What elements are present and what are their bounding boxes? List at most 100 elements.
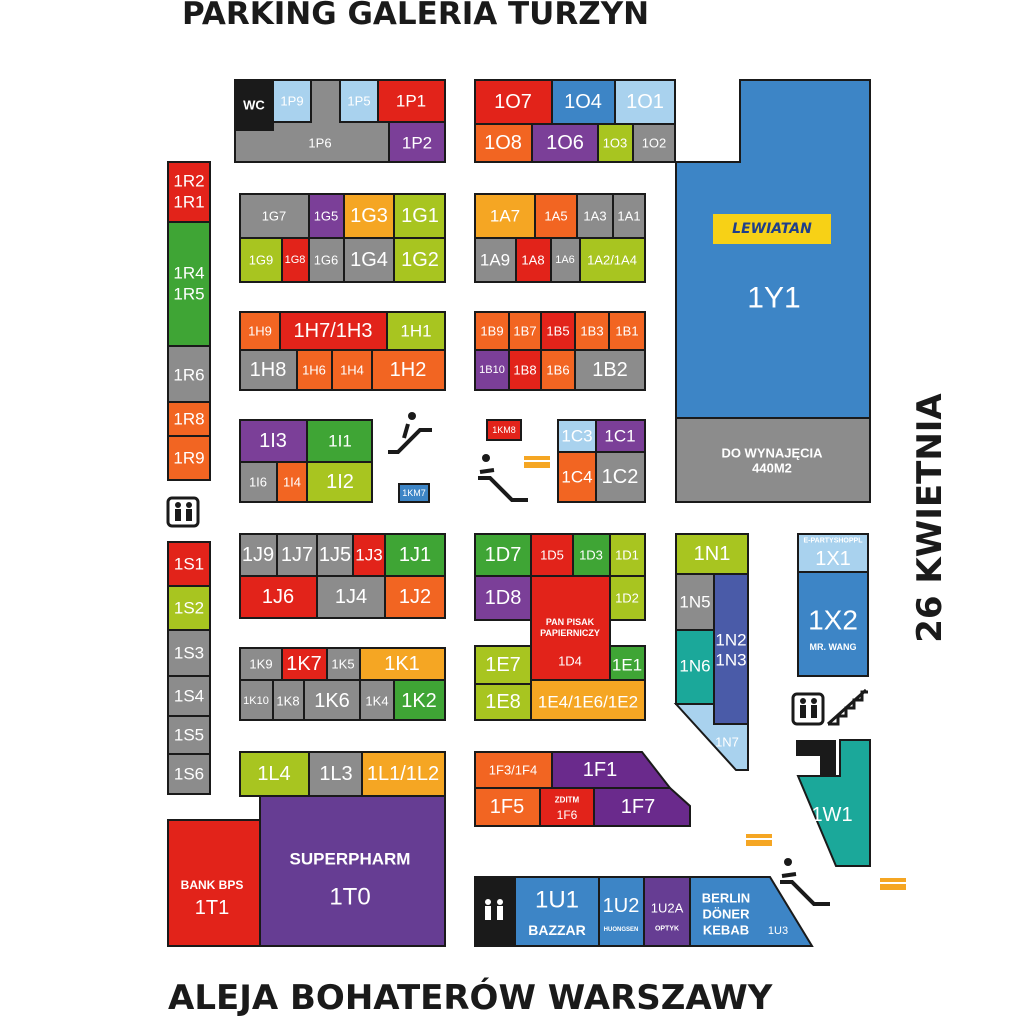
unit-1B2[interactable] [574, 349, 646, 391]
unit-1K8[interactable] [272, 679, 305, 721]
unit-1U2[interactable] [598, 876, 645, 947]
unit-1KM7[interactable] [398, 483, 430, 503]
unit-1B3-label: 1B3 [580, 324, 603, 339]
unit-1J9[interactable] [239, 533, 278, 577]
unit-1B3[interactable] [574, 311, 610, 351]
unit-1T0[interactable] [259, 795, 446, 947]
unit-1E4-1E6-1E2[interactable] [530, 679, 646, 721]
unit-1O7[interactable] [474, 79, 553, 125]
unit-1S3[interactable] [167, 629, 211, 677]
unit-1C3[interactable] [557, 419, 597, 453]
unit-1S3-label: 1S3 [174, 644, 204, 663]
unit-1P9[interactable] [272, 79, 312, 123]
unit-1R9-label: 1R9 [173, 449, 204, 468]
unit-1D3[interactable] [572, 533, 611, 577]
unit-1D8[interactable] [474, 575, 532, 621]
unit-1B7[interactable] [508, 311, 542, 351]
unit-1K2[interactable] [393, 679, 446, 721]
unit-1U1-label: 1U1 [535, 887, 579, 914]
unit-1J4-label: 1J4 [335, 586, 367, 608]
unit-1I3[interactable] [239, 419, 308, 463]
unit-1X2[interactable] [797, 571, 869, 677]
unit-1F7[interactable] [593, 787, 691, 827]
unit-1K5[interactable] [326, 647, 361, 681]
unit-1R4-1R5[interactable] [167, 221, 211, 347]
unit-1D1[interactable] [609, 533, 646, 577]
unit-1S5[interactable] [167, 715, 211, 755]
unit-1P2[interactable] [388, 121, 446, 163]
unit-1C2[interactable] [595, 451, 646, 503]
unit-1X1[interactable] [797, 533, 869, 573]
unit-1G6[interactable] [308, 237, 345, 283]
unit-1O7-label: 1O7 [494, 91, 532, 113]
unit-1R2-1R1[interactable] [167, 161, 211, 223]
unit-1Y1[interactable] [675, 79, 871, 419]
unit-1C4[interactable] [557, 451, 597, 503]
unit-1H8[interactable] [239, 349, 298, 391]
unit-1R4-label: 1R4 [173, 264, 204, 283]
unit-1N2-1N3[interactable] [713, 573, 749, 725]
unit-1K1[interactable] [359, 647, 446, 681]
unit-1X2-label: 1X2 [808, 605, 858, 636]
unit-1J2[interactable] [384, 575, 446, 619]
unit-1N2-label: 1N2 [715, 631, 746, 650]
unit-1A1[interactable] [612, 193, 646, 239]
unit-1I4[interactable] [276, 461, 308, 503]
unit-1R9[interactable] [167, 435, 211, 481]
unit-1B6[interactable] [540, 349, 576, 391]
unit-1I1[interactable] [306, 419, 373, 463]
unit-1U1[interactable] [514, 876, 600, 947]
unit-1U3[interactable] [689, 876, 814, 947]
unit-1A5[interactable] [534, 193, 578, 239]
unit-1A9[interactable] [474, 237, 517, 283]
unit-1KM8[interactable] [486, 419, 522, 441]
unit-1B9-label: 1B9 [480, 324, 503, 339]
unit-1R8[interactable] [167, 401, 211, 437]
unit-1G4[interactable] [343, 237, 395, 283]
unit-1O6[interactable] [531, 123, 599, 163]
unit-1G2[interactable] [393, 237, 446, 283]
unit-1S1[interactable] [167, 541, 211, 587]
unit-1S4[interactable] [167, 675, 211, 717]
unit-1U2A[interactable] [643, 876, 691, 947]
unit-1B5[interactable] [540, 311, 576, 351]
unit-1F6[interactable] [539, 787, 595, 827]
unit-1B8[interactable] [508, 349, 542, 391]
pan-pisak-label-2: PAPIERNICZY [540, 628, 600, 638]
unit-1K6[interactable] [303, 679, 361, 721]
unit-1O6-label: 1O6 [546, 132, 584, 154]
unit-1K7[interactable] [281, 647, 328, 681]
block-1h: 1H9 1H7/1H3 1H1 1H8 1H6 1H4 1H2 [239, 311, 446, 391]
unit-1P1[interactable] [377, 79, 446, 123]
unit-1K10[interactable] [239, 679, 274, 721]
unit-1G8[interactable] [281, 237, 310, 283]
unit-1S6[interactable] [167, 753, 211, 795]
unit-1O4[interactable] [551, 79, 616, 125]
unit-1L3[interactable] [308, 751, 363, 797]
unit-1S2[interactable] [167, 585, 211, 631]
unit-1A7-label: 1A7 [490, 207, 520, 226]
unit-1H2[interactable] [371, 349, 446, 391]
unit-1J4[interactable] [316, 575, 386, 619]
unit-1I2[interactable] [306, 461, 373, 503]
unit-for-rent[interactable] [675, 417, 871, 503]
unit-1R6[interactable] [167, 345, 211, 403]
unit-1J3[interactable] [352, 533, 386, 577]
unit-1E8[interactable] [474, 683, 532, 721]
unit-1N7[interactable] [673, 703, 749, 771]
unit-1F1-label: 1F1 [583, 759, 617, 781]
unit-1I6[interactable] [239, 461, 278, 503]
unit-1S6-label: 1S6 [174, 765, 204, 784]
unit-1G2-label: 1G2 [401, 249, 439, 271]
unit-1N1-label: 1N1 [694, 543, 731, 565]
unit-1A2-1A4[interactable] [579, 237, 646, 283]
unit-1O3[interactable] [597, 123, 634, 163]
unit-1O2[interactable] [632, 123, 676, 163]
unit-1G1-label: 1G1 [401, 205, 439, 227]
unit-1W1[interactable] [796, 739, 871, 867]
unit-1U3-label: 1U3 [768, 925, 788, 937]
unit-1A8[interactable] [515, 237, 552, 283]
unit-1O8[interactable] [474, 123, 533, 163]
unit-1P5[interactable] [339, 79, 379, 123]
unit-1L1-1L2[interactable] [361, 751, 446, 797]
